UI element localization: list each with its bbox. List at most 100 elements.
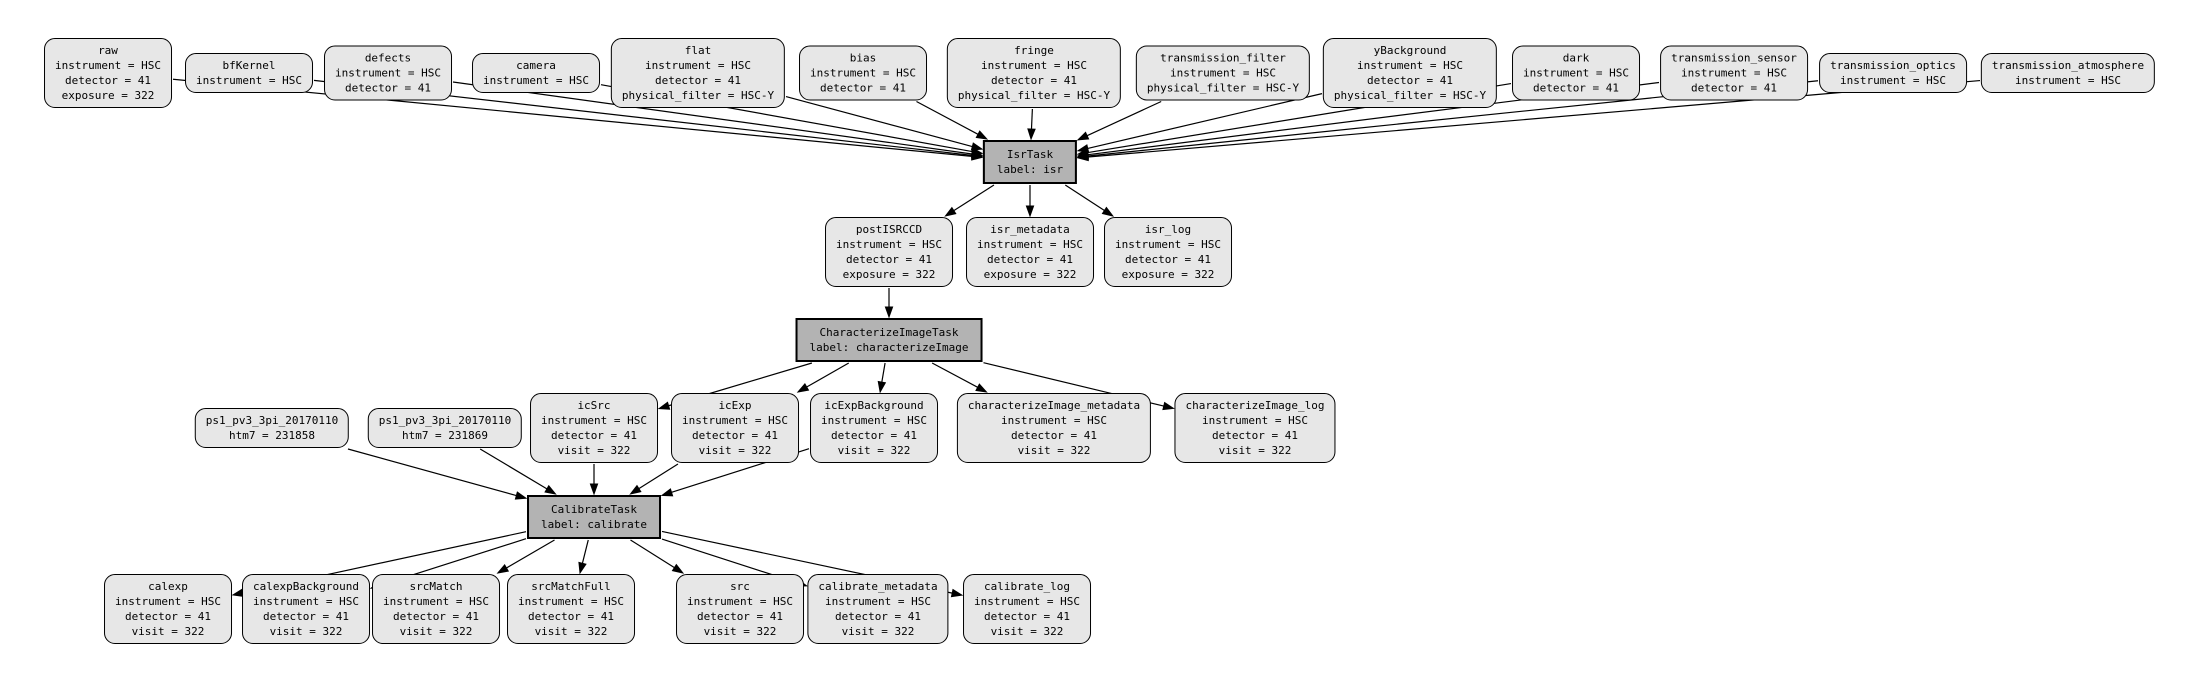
node-text-line: detector = 41 — [527, 610, 615, 623]
node-text-line: detector = 41 — [550, 429, 638, 442]
node-text-line: detector = 41 — [1366, 74, 1454, 87]
node-text-line: detector = 41 — [1532, 81, 1620, 95]
edge-postISRCCD-to-characterizeImage — [884, 288, 894, 319]
edge-isr-to-isr_log — [1064, 184, 1115, 217]
edge-characterizeImage-to-icExp — [796, 362, 850, 393]
node-text-line: raw — [98, 44, 118, 57]
node-text-line: instrument = HSC — [541, 414, 647, 427]
node-text-line: exposure = 322 — [1121, 268, 1215, 281]
node-text-line: bias — [849, 51, 877, 65]
node-text-line: instrument = HSC — [253, 595, 359, 608]
node-transmission_atmosphere: transmission_atmosphere instrument = HSC — [1980, 53, 2156, 93]
node-text-line: detector = 41 — [262, 610, 350, 623]
edge-calibrate-to-srcMatchFull — [578, 539, 589, 575]
node-text-line: instrument = HSC — [483, 74, 589, 87]
node-text-line: detector = 41 — [845, 253, 933, 266]
node-text-line: instrument = HSC — [687, 595, 793, 608]
edge-icExp-to-calibrate — [629, 463, 679, 495]
node-text-line: label: calibrate — [541, 518, 647, 531]
node-text-line: transmission_sensor — [1671, 51, 1797, 65]
node-calibrate_log: calibrate_log instrument = HSC detector = … — [963, 574, 1091, 644]
node-text-line: instrument = HSC — [974, 595, 1080, 608]
node-text-line: instrument = HSC — [1115, 238, 1221, 251]
node-text-line: instrument = HSC — [1523, 66, 1629, 80]
node-text-line: IsrTask — [1006, 148, 1054, 161]
node-text-line: detector = 41 — [830, 429, 918, 442]
node-text-line: instrument = HSC — [836, 238, 942, 251]
node-text-line: label: isr — [996, 163, 1064, 176]
edge-icSrc-to-calibrate — [589, 464, 599, 496]
node-text-line: fringe — [1014, 44, 1054, 57]
node-text-line: instrument = HSC — [1001, 414, 1107, 427]
node-text-line: detector = 41 — [1124, 253, 1212, 266]
node-text-line: instrument = HSC — [1357, 59, 1463, 72]
node-text-line: calexpBackground — [253, 580, 359, 593]
node-text-line: yBackground — [1373, 44, 1447, 57]
node-text-line: instrument = HSC — [2015, 74, 2121, 87]
node-text-line: visit = 322 — [1218, 444, 1292, 457]
node-yBackground: yBackground instrument = HSC detector = 41… — [1322, 38, 1498, 108]
node-text-line: physical_filter = HSC-Y — [1333, 89, 1487, 102]
node-text-line: detector = 41 — [344, 81, 432, 95]
node-text-line: icExpBackground — [824, 399, 924, 412]
node-text-line: instrument = HSC — [115, 595, 221, 608]
node-text-line: calibrate_log — [983, 580, 1071, 593]
node-text-line: exposure = 322 — [842, 268, 936, 281]
edge-isr-to-postISRCCD — [944, 184, 995, 217]
node-text-line: detector = 41 — [819, 81, 907, 95]
node-text-line: instrument = HSC — [335, 66, 441, 80]
node-text-line: visit = 322 — [399, 625, 473, 638]
node-text-line: instrument = HSC — [1202, 414, 1308, 427]
node-text-line: detector = 41 — [696, 610, 784, 623]
node-text-line: instrument = HSC — [1840, 74, 1946, 87]
node-text-line: visit = 322 — [698, 444, 772, 457]
node-isr: IsrTask label: isr — [982, 140, 1078, 184]
node-text-line: transmission_atmosphere — [1991, 59, 2145, 72]
node-text-line: isr_log — [1144, 223, 1192, 236]
node-text-line: detector = 41 — [983, 610, 1071, 623]
node-text-line: detector = 41 — [1010, 429, 1098, 442]
edge-calibrate-to-src — [630, 539, 685, 574]
edge-characterizeImage-to-characterizeImage_metadata — [931, 362, 988, 393]
node-text-line: CalibrateTask — [550, 503, 638, 516]
edge-characterizeImage-to-icExpBackground — [877, 362, 887, 394]
node-calibrate: CalibrateTask label: calibrate — [527, 495, 661, 539]
node-text-line: instrument = HSC — [682, 414, 788, 427]
node-text-line: instrument = HSC — [518, 595, 624, 608]
node-text-line: instrument = HSC — [1681, 66, 1787, 80]
node-text-line: detector = 41 — [691, 429, 779, 442]
node-text-line: transmission_filter — [1160, 51, 1286, 65]
node-text-line: visit = 322 — [990, 625, 1064, 638]
node-text-line: characterizeImage_log — [1185, 399, 1325, 412]
edge-bias-to-isr — [916, 100, 989, 140]
node-text-line: detector = 41 — [1690, 81, 1778, 95]
edge-ps1_a-to-calibrate — [347, 448, 528, 500]
node-text-line: visit = 322 — [557, 444, 631, 457]
node-text-line: calexp — [148, 580, 188, 593]
node-text-line: instrument = HSC — [196, 74, 302, 87]
node-text-line: htm7 = 231858 — [228, 429, 316, 442]
edge-fringe-to-isr — [1027, 108, 1036, 141]
node-text-line: instrument = HSC — [810, 66, 916, 80]
node-text-line: label: characterizeImage — [809, 341, 969, 354]
node-text-line: calibrate_metadata — [818, 580, 938, 593]
